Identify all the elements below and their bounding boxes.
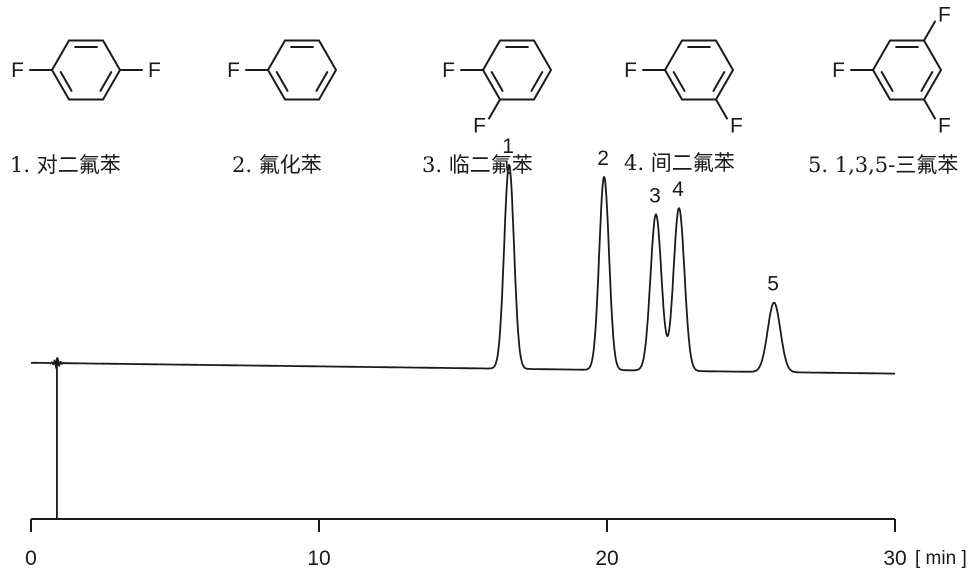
- fluorine-atom-label: F: [148, 59, 161, 82]
- x-axis-unit: [ min ]: [915, 548, 967, 569]
- peak-label-4: 4: [672, 178, 684, 201]
- double-bond: [530, 71, 544, 92]
- peak-label-5: 5: [767, 273, 779, 296]
- benzene-ring: [50, 39, 122, 101]
- compound-label-4: 4. 间二氟苯: [624, 151, 735, 175]
- benzene-structure-5: F F F: [832, 4, 951, 138]
- compound-labels: 1. 对二氟苯 2. 氟化苯 3. 临二氟苯 4. 间二氟苯 5. 1,3,5-…: [10, 151, 958, 177]
- benzene-structure-3: FF: [442, 39, 553, 137]
- double-bond: [920, 71, 934, 92]
- benzene-ring: [663, 39, 735, 101]
- fluorine-atom-label: F: [473, 114, 486, 137]
- fluorine-atom-label: F: [938, 114, 951, 137]
- compound-label-1: 1. 对二氟苯: [10, 153, 121, 177]
- x-tick-label: 0: [25, 547, 37, 570]
- double-bond: [712, 71, 726, 92]
- c-f-bond: [715, 98, 728, 120]
- benzene-structure-4: FF: [624, 39, 743, 137]
- double-bond: [275, 71, 289, 92]
- c-f-bond: [923, 98, 936, 120]
- x-tick-label: 10: [307, 547, 330, 570]
- x-tick-label: 30: [883, 547, 906, 570]
- peak-label-1: 1: [502, 135, 514, 158]
- fluorine-atom-label: F: [624, 59, 637, 82]
- fluorine-atom-label: F: [730, 114, 743, 137]
- benzene-structure-2: F: [227, 39, 338, 101]
- compound-label-3: 3. 临二氟苯: [422, 153, 533, 177]
- benzene-ring: [481, 39, 553, 101]
- benzene-ring: [871, 39, 943, 101]
- peak-label-2: 2: [597, 147, 609, 170]
- peak-label-3: 3: [649, 184, 661, 207]
- fluorine-atom-label: F: [938, 4, 951, 27]
- double-bond: [99, 71, 113, 92]
- double-bond: [59, 71, 73, 92]
- x-tick-label: 20: [595, 547, 618, 570]
- compound-label-2: 2. 氟化苯: [232, 153, 322, 177]
- fluorine-atom-label: F: [832, 59, 845, 82]
- c-f-bond: [488, 98, 501, 120]
- chromatogram-trace: [30, 163, 896, 375]
- x-axis-ticks: 0 10 20 30: [25, 519, 907, 570]
- fluorine-atom-label: F: [442, 59, 455, 82]
- double-bond: [672, 71, 686, 92]
- fluorine-atom-label: F: [11, 59, 24, 82]
- double-bond: [880, 71, 894, 92]
- fluorine-atom-label: F: [227, 59, 240, 82]
- benzene-ring: [266, 39, 338, 101]
- double-bond: [490, 71, 504, 92]
- double-bond: [315, 71, 329, 92]
- c-f-bond: [923, 20, 936, 42]
- compound-label-5: 5. 1,3,5-三氟苯: [808, 153, 958, 177]
